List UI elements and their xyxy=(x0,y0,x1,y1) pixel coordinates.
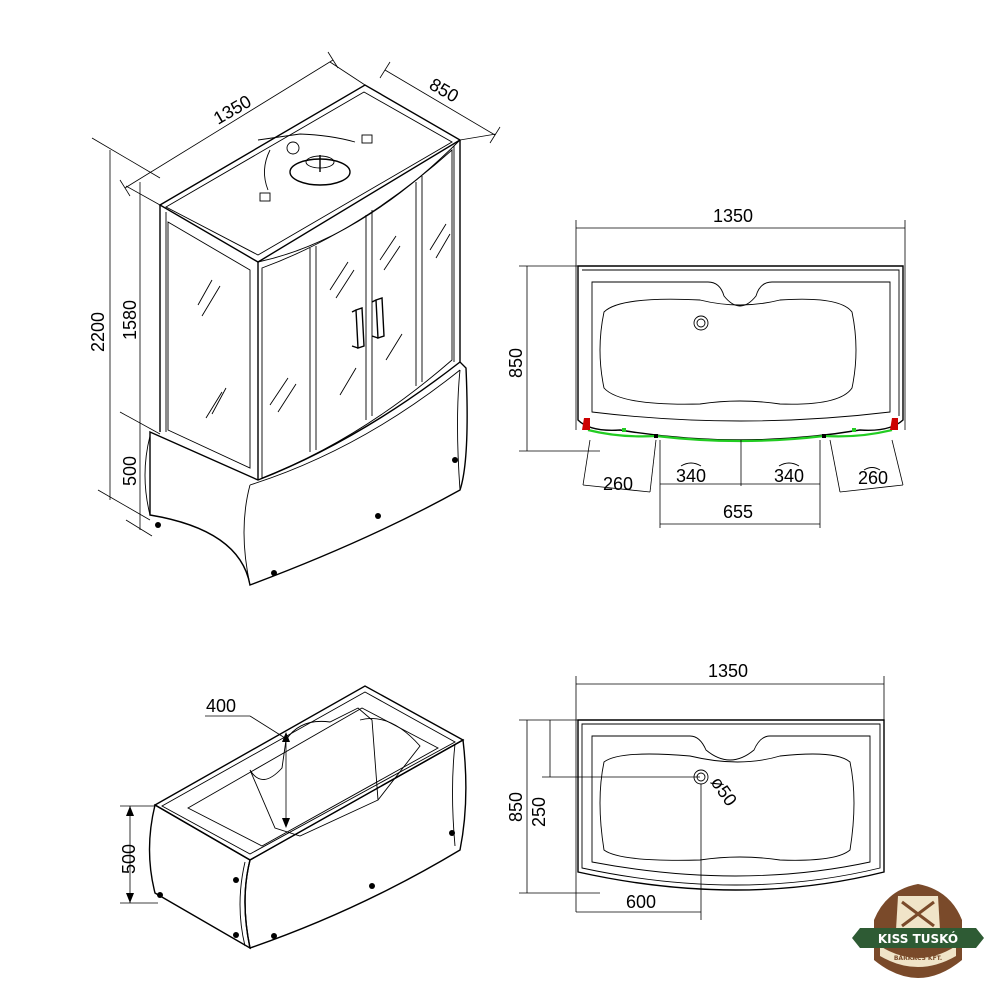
base-height-label: 500 xyxy=(120,456,140,486)
cabin-tub-base xyxy=(149,361,468,586)
door-handle-left-icon xyxy=(351,307,365,349)
tub-top-view: 1350 ø50 850 250 600 xyxy=(506,661,885,920)
tub-plan-width-label: 1350 xyxy=(708,661,748,681)
tub-plan-depth-label: 850 xyxy=(506,792,526,822)
tub-rim xyxy=(153,685,465,861)
kiss-tusko-logo: KISS TUSKÓ BARKÁCS KFT. xyxy=(852,884,984,978)
logo-name: KISS TUSKÓ xyxy=(878,931,958,946)
cabin-width-label: 1350 xyxy=(210,91,255,128)
tub-isometric-view: 400 500 xyxy=(119,685,467,950)
drain-offset-x-label: 600 xyxy=(626,892,656,912)
lamp-icon xyxy=(361,134,373,144)
cabin-depth-label: 850 xyxy=(426,74,462,106)
tub-plan-outline xyxy=(577,719,885,891)
right-corner-label: 260 xyxy=(858,468,888,488)
corner-post-right-icon xyxy=(890,418,898,430)
drain-offset-y-label: 250 xyxy=(529,797,549,827)
cabin-isometric-view: 1350 850 2200 1580 500 xyxy=(88,51,501,586)
cabin-side-glass xyxy=(167,221,251,469)
left-corner-label: 260 xyxy=(603,474,633,494)
cabin-roof xyxy=(158,84,462,263)
tub-height-label: 500 xyxy=(119,844,139,874)
left-seal xyxy=(587,428,657,438)
drain-diameter-label: ø50 xyxy=(707,773,741,810)
tub-depth-label: 400 xyxy=(206,696,236,716)
door-right-label: 340 xyxy=(774,466,804,486)
door-seal xyxy=(655,434,825,443)
door-span-label: 655 xyxy=(723,502,753,522)
drain-icon xyxy=(693,315,709,331)
door-handle-right-icon xyxy=(371,297,385,339)
door-left-label: 340 xyxy=(676,466,706,486)
speaker-icon xyxy=(259,192,271,202)
corner-post-left-icon xyxy=(582,418,590,430)
top-width-label: 1350 xyxy=(713,206,753,226)
cabin-outline xyxy=(577,265,904,441)
vent-icon xyxy=(286,141,300,155)
cabin-top-view: 1350 850 260 340 340 xyxy=(506,206,906,528)
cabin-height-label: 1580 xyxy=(120,300,140,340)
right-seal xyxy=(823,428,893,438)
top-depth-label: 850 xyxy=(506,348,526,378)
cabin-total-height-label: 2200 xyxy=(88,312,108,352)
logo-subtitle: BARKÁCS KFT. xyxy=(894,955,942,962)
